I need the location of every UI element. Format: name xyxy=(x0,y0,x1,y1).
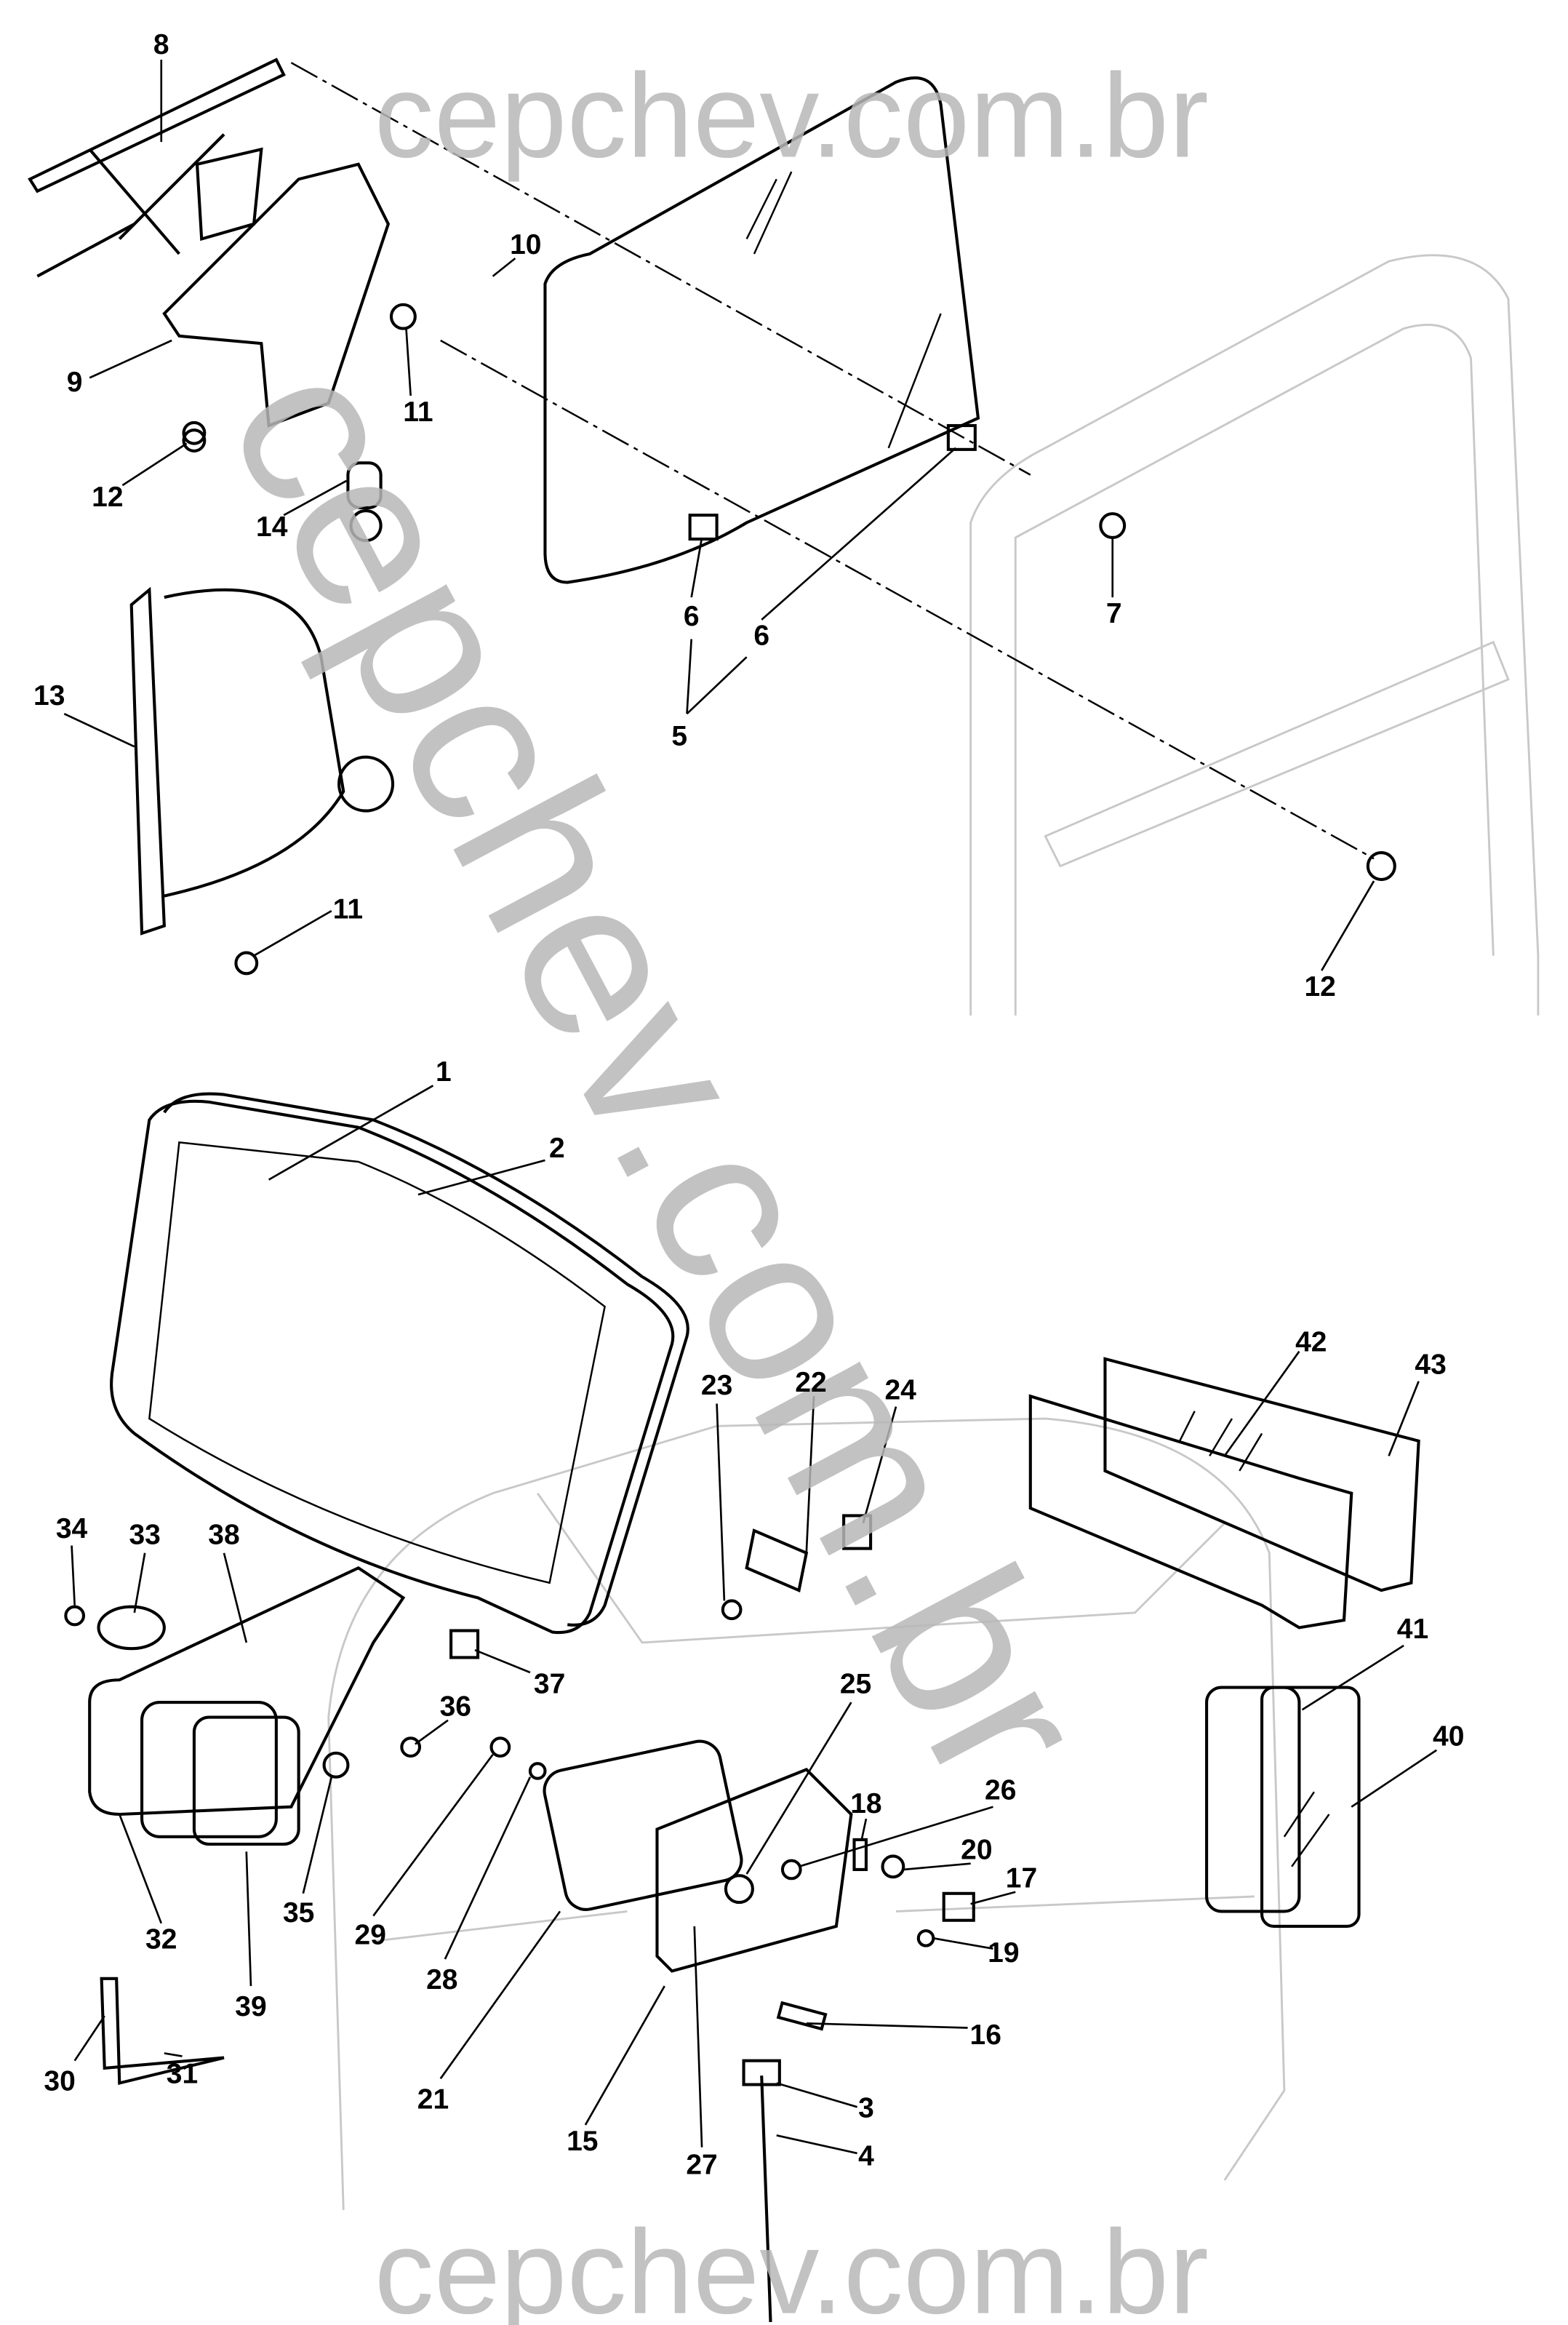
callout-2: 2 xyxy=(549,1133,565,1164)
callout-38: 38 xyxy=(208,1519,239,1550)
callout-11: 11 xyxy=(403,396,433,428)
callout-21: 21 xyxy=(417,2083,449,2115)
manual-regulator xyxy=(129,428,395,936)
callout-6: 6 xyxy=(753,621,769,652)
side-window xyxy=(1205,1686,1361,1928)
windshield xyxy=(110,1092,689,1635)
leader-lines xyxy=(63,60,1438,2155)
callout-6: 6 xyxy=(684,601,700,632)
callout-15: 15 xyxy=(567,2126,598,2157)
callout-40: 40 xyxy=(1433,1721,1464,1752)
callout-16: 16 xyxy=(970,2019,1001,2051)
callout-32: 32 xyxy=(145,1924,177,1955)
callout-1: 1 xyxy=(436,1056,452,1088)
callout-12: 12 xyxy=(92,482,123,513)
callout-13: 13 xyxy=(33,680,65,711)
callout-37: 37 xyxy=(534,1669,565,1700)
callout-26: 26 xyxy=(985,1774,1016,1806)
callout-29: 29 xyxy=(355,1920,386,1951)
callout-11: 11 xyxy=(333,893,363,925)
quarter-window xyxy=(543,1739,853,2322)
vent-window-left xyxy=(88,1566,406,1846)
callout-7: 7 xyxy=(1106,598,1122,629)
watermark-bottom: cepchev.com.br xyxy=(375,2205,1209,2325)
callouts: 8 10 9 11 12 14 7 6 6 5 13 11 12 1 2 23 … xyxy=(33,29,1464,2181)
door-glass xyxy=(543,76,980,584)
callout-30: 30 xyxy=(44,2066,75,2097)
callout-23: 23 xyxy=(701,1370,732,1401)
callout-25: 25 xyxy=(840,1669,871,1700)
callout-39: 39 xyxy=(235,1991,266,2022)
callout-12: 12 xyxy=(1304,971,1335,1002)
callout-8: 8 xyxy=(153,29,169,60)
callout-9: 9 xyxy=(67,367,83,398)
callout-17: 17 xyxy=(1006,1863,1037,1894)
door-frame-outline xyxy=(969,254,1540,1016)
callout-10: 10 xyxy=(510,229,541,260)
callout-22: 22 xyxy=(795,1367,826,1398)
callout-14: 14 xyxy=(256,511,288,543)
callout-27: 27 xyxy=(686,2150,717,2181)
callout-18: 18 xyxy=(850,1788,881,1819)
callout-34: 34 xyxy=(56,1513,88,1544)
callout-28: 28 xyxy=(426,1964,457,1995)
callout-33: 33 xyxy=(129,1519,160,1550)
window-regulator-assembly xyxy=(28,57,391,428)
callout-4: 4 xyxy=(858,2140,874,2172)
callout-41: 41 xyxy=(1397,1614,1428,1645)
callout-31: 31 xyxy=(167,2058,198,2089)
callout-35: 35 xyxy=(283,1897,314,1929)
rear-slider-window xyxy=(1028,1357,1420,1630)
fasteners xyxy=(64,303,1396,2086)
callout-5: 5 xyxy=(671,720,687,751)
watermark-diagonal: cepchev.com.br xyxy=(181,323,1137,1822)
callout-42: 42 xyxy=(1295,1327,1327,1358)
callout-20: 20 xyxy=(961,1835,992,1866)
callout-19: 19 xyxy=(988,1937,1019,1969)
callout-24: 24 xyxy=(884,1374,916,1405)
callout-43: 43 xyxy=(1415,1349,1446,1380)
callout-3: 3 xyxy=(858,2093,874,2124)
callout-36: 36 xyxy=(440,1691,471,1723)
watermark-top: cepchev.com.br xyxy=(375,49,1209,183)
cab-outline xyxy=(327,1417,1286,2210)
